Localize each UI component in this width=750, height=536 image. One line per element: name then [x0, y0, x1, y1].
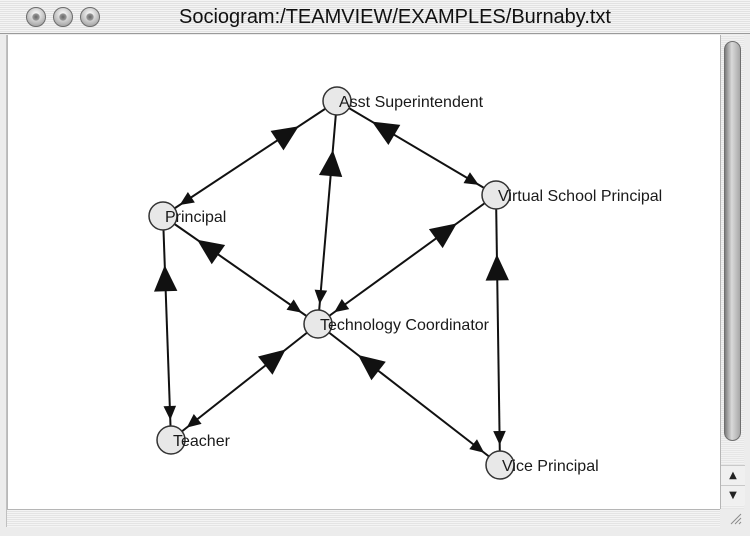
arrow-to-tech-7 [258, 349, 286, 375]
left-border [0, 35, 7, 527]
arrow-to-asst-2 [318, 150, 343, 177]
node-label-tech: Technology Coordinator [320, 317, 490, 334]
arrow-to-teacher-7 [186, 413, 202, 428]
edge-asst-tech[interactable] [317, 100, 338, 325]
edge-vsp-vice[interactable] [495, 194, 501, 466]
zoom-button[interactable] [80, 7, 100, 27]
resize-grip[interactable] [720, 509, 744, 527]
edge-principal-teacher[interactable] [162, 215, 172, 441]
node-label-vice: Vice Principal [502, 458, 599, 475]
node-label-teacher: Teacher [173, 433, 231, 450]
node-vsp[interactable] [481, 180, 511, 210]
arrow-to-vsp-1 [463, 172, 479, 185]
arrow-to-vsp-6 [485, 254, 509, 281]
vertical-scrollbar[interactable]: ▲ ▼ [720, 35, 745, 509]
arrow-to-vice-8 [469, 439, 485, 453]
node-asst[interactable] [322, 86, 352, 116]
minimize-button[interactable] [53, 7, 73, 27]
arrow-to-principal-0 [179, 191, 195, 205]
arrow-to-tech-5 [334, 298, 350, 313]
node-vice[interactable] [485, 450, 515, 480]
arrow-to-asst-0 [270, 126, 299, 151]
node-label-asst: Asst Superintendent [339, 94, 484, 111]
arrow-to-principal-4 [153, 265, 178, 292]
scroll-down-button[interactable]: ▼ [721, 485, 745, 505]
horizontal-scrollbar[interactable] [7, 509, 720, 527]
node-principal[interactable] [148, 201, 178, 231]
resize-grip-icon [730, 513, 742, 525]
edge-tech-vice[interactable] [317, 323, 501, 466]
arrow-to-vsp-5 [428, 223, 457, 249]
title-bar[interactable]: Sociogram:/TEAMVIEW/EXAMPLES/Burnaby.txt [0, 0, 750, 34]
arrow-to-teacher-4 [163, 405, 177, 421]
node-label-principal: Principal [165, 209, 226, 226]
arrow-to-asst-1 [371, 121, 401, 145]
arrow-to-principal-3 [197, 239, 226, 265]
edges-layer [153, 100, 509, 466]
edge-asst-principal[interactable] [162, 100, 338, 217]
scrollbar-thumb[interactable] [724, 41, 741, 441]
arrow-to-tech-8 [358, 355, 386, 381]
arrow-to-tech-3 [286, 299, 302, 313]
arrow-to-tech-2 [314, 289, 328, 305]
arrow-to-vice-6 [493, 430, 506, 446]
window-title: Sociogram:/TEAMVIEW/EXAMPLES/Burnaby.txt [179, 6, 611, 28]
graph-canvas[interactable] [7, 35, 720, 509]
node-tech[interactable] [303, 309, 333, 339]
close-button[interactable] [26, 7, 46, 27]
scroll-up-button[interactable]: ▲ [721, 465, 745, 485]
node-teacher[interactable] [156, 425, 186, 455]
edge-vsp-tech[interactable] [317, 194, 497, 325]
node-label-vsp: Virtual School Principal [498, 188, 662, 205]
bottom-border [0, 527, 750, 536]
